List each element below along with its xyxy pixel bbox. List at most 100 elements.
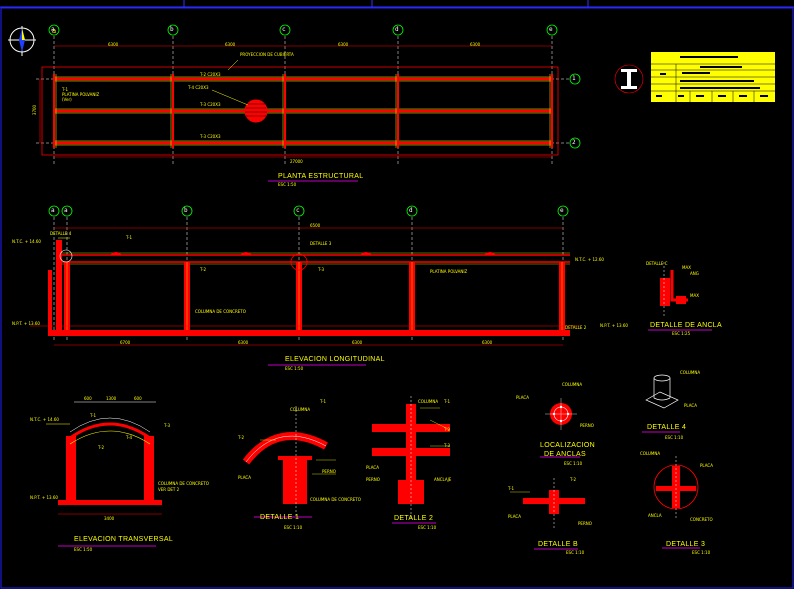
plan-dim: 27000 [290, 159, 303, 164]
detail4-note: PLACA [684, 403, 697, 408]
detail3-title: DETALLE 3 [666, 541, 706, 548]
elevation-title: ELEVACION LONGITUDINAL [285, 356, 385, 363]
plan-grid-label: 1 [572, 75, 576, 82]
plan-note: T-3 C20X3 [200, 102, 221, 107]
detail1-note: T-2 [238, 435, 245, 440]
cross-note: VER DET 2 [158, 487, 180, 492]
elev-note: T-2 [200, 267, 207, 272]
plan-view: a [36, 24, 581, 182]
elev-note: T-1 [126, 235, 133, 240]
detail1-note: PERNO [322, 469, 336, 474]
detail-1 [242, 406, 336, 518]
plan-note: PLATINA POLVANIZ [62, 92, 100, 97]
cross-dim: 1300 [106, 396, 117, 401]
anchor-location-title: DE ANCLAS [544, 451, 586, 458]
elev-grid-label: e [560, 207, 564, 214]
detail-2 [372, 396, 451, 524]
detailb-note: T-2 [570, 477, 577, 482]
elev-level: N.T.C. + 12.60 [575, 257, 604, 262]
plan-grid-label: c [282, 26, 286, 33]
plan-title: PLANTA ESTRUCTURAL [278, 173, 364, 180]
plan-dim: 3700 [32, 104, 38, 116]
cross-note: N.P.T. + 13.60 [30, 495, 58, 500]
cross-section-scale: ESC 1:50 [74, 547, 93, 552]
plan-grid-label: 2 [572, 139, 576, 146]
plan-note: PROYECCION DE CUBIERTA [240, 52, 294, 57]
anchor-location-scale: ESC 1:10 [564, 461, 583, 466]
detail1-note: COLUMNA DE CONCRETO [310, 497, 361, 502]
elev-grid-label: d [409, 207, 413, 214]
cross-note: T-1 [90, 413, 97, 418]
elev-note: DETALLE 4 [50, 231, 72, 236]
anchor-detail [648, 262, 712, 331]
plan-dim: 6300 [225, 42, 236, 47]
detail2-note: T-3 [444, 443, 451, 448]
detail1-title: DETALLE 1 [260, 514, 300, 521]
detail2-title: DETALLE 2 [394, 515, 434, 522]
elev-note: DETALLE 3 [310, 241, 332, 246]
plan-note: T-1 [62, 87, 69, 92]
detail2-note: PLACA [366, 465, 379, 470]
detail2-note: ANCLAJE [434, 477, 452, 482]
detail1-scale: ESC 1:10 [284, 525, 303, 530]
cross-note: T-3 [164, 423, 171, 428]
plan-grid-label: a [51, 26, 55, 33]
detailb-note: PERNO [578, 521, 592, 526]
elev-grid-label: b [184, 207, 188, 214]
anchor-location [540, 398, 580, 458]
anchor-loc-note: PLACA [516, 395, 529, 400]
detail-4 [642, 374, 680, 433]
elev-dim: 6300 [238, 340, 249, 345]
plan-grid-label: d [395, 26, 399, 33]
detailb-title: DETALLE B [538, 541, 578, 548]
elev-grid-label: a [64, 207, 68, 214]
plan-note: T-4 C20X3 [188, 85, 209, 90]
plan-grid-a: a [52, 27, 56, 35]
angle-note: DETALLE C [646, 261, 668, 266]
elev-note: DETALLE 2 [565, 325, 587, 330]
plan-note: (Ver) [62, 97, 72, 102]
plan-dim: 6300 [338, 42, 349, 47]
plan-dim: 6300 [470, 42, 481, 47]
elev-level: N.T.C. + 14.60 [12, 239, 41, 244]
cross-note: T-2 [98, 445, 105, 450]
plan-dim: 6300 [108, 42, 119, 47]
elev-note: T-3 [318, 267, 325, 272]
detail2-note: PERNO [366, 477, 380, 482]
cross-section-title: ELEVACION TRANSVERSAL [74, 536, 174, 543]
detail4-note: COLUMNA [680, 370, 701, 375]
angle-note: ANG [690, 271, 699, 276]
detail3-note: PLACA [700, 463, 713, 468]
detail4-scale: ESC 1:10 [665, 435, 684, 440]
angle-note: MAX [682, 265, 691, 270]
longitudinal-elevation [30, 205, 580, 366]
cross-dim: 600 [84, 396, 92, 401]
detail3-note: CONCRETO [690, 517, 713, 522]
cross-dim: 3400 [104, 516, 115, 521]
cross-note: T-4 [126, 435, 133, 440]
cross-note: COLUMNA DE CONCRETO [158, 481, 209, 486]
elev-grid-label: a [51, 207, 55, 214]
compass-icon [8, 26, 36, 56]
cross-note: N.T.C. + 14.60 [30, 417, 59, 422]
detail-3 [653, 456, 700, 549]
detail3-note: ANCLA [648, 513, 662, 518]
elev-note: PLATINA POLVANIZ [430, 269, 468, 274]
detailb-note: PLACA [508, 514, 521, 519]
elev-note: COLUMNA DE CONCRETO [195, 309, 246, 314]
detail2-note: T-2 [444, 427, 451, 432]
plan-grid-label: b [170, 26, 174, 33]
detailb-scale: ESC 1:10 [566, 550, 585, 555]
angle-note: MAX [690, 293, 699, 298]
detail1-note: T-1 [320, 399, 327, 404]
sheet-frame [0, 7, 794, 589]
detail1-note: COLUMNA [290, 407, 311, 412]
elev-grid-label: c [296, 207, 300, 214]
anchor-loc-note: COLUMNA [562, 382, 583, 387]
detail3-scale: ESC 1:10 [692, 550, 711, 555]
detail2-note: COLUMNA [418, 399, 439, 404]
detailb-note: T-1 [508, 486, 515, 491]
anchor-loc-note: PERNO [580, 423, 594, 428]
